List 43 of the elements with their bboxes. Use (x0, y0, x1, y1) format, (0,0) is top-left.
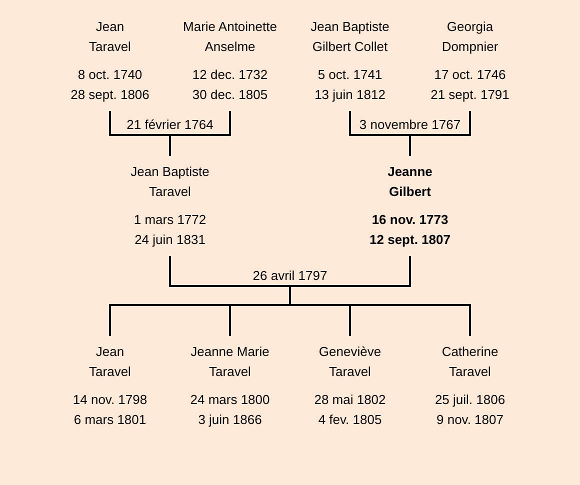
death-date: 13 juin 1812 (314, 86, 386, 104)
given-name: Jeanne (388, 163, 432, 181)
death-date: 30 dec. 1805 (192, 86, 268, 104)
connector-line (169, 111, 231, 157)
surname: Dompnier (442, 38, 498, 56)
birth-date: 25 juil. 1806 (434, 391, 506, 409)
given-name: Jean Baptiste (310, 18, 390, 36)
given-name: Geneviève (318, 343, 382, 361)
surname: Gilbert (389, 183, 431, 201)
death-date: 21 sept. 1791 (430, 86, 510, 104)
given-name: Jeanne Marie (190, 343, 270, 361)
birth-date: 14 nov. 1798 (72, 391, 148, 409)
given-name: Jean Baptiste (130, 163, 210, 181)
birth-date: 1 mars 1772 (134, 211, 206, 229)
surname: Anselme (204, 38, 256, 56)
death-date: 28 sept. 1806 (70, 86, 150, 104)
surname: Taravel (329, 363, 371, 381)
given-name: Georgia (446, 18, 494, 36)
birth-date: 24 mars 1800 (190, 391, 270, 409)
surname: Taravel (89, 363, 131, 381)
death-date: 6 mars 1801 (74, 411, 146, 429)
given-name: Marie Antoinette (183, 18, 277, 36)
death-date: 4 fev. 1805 (318, 411, 382, 429)
connector-line (409, 111, 471, 157)
death-date: 9 nov. 1807 (436, 411, 504, 429)
given-name: Catherine (442, 343, 498, 361)
birth-date: 17 oct. 1746 (434, 66, 506, 84)
surname: Gilbert Collet (312, 38, 388, 56)
birth-date: 5 oct. 1741 (318, 66, 382, 84)
surname: Taravel (209, 363, 251, 381)
death-date: 3 juin 1866 (198, 411, 262, 429)
surname: Taravel (89, 38, 131, 56)
death-date: 24 juin 1831 (134, 231, 206, 249)
surname: Taravel (449, 363, 491, 381)
surname: Taravel (149, 183, 191, 201)
birth-date: 28 mai 1802 (314, 391, 386, 409)
connector-line (289, 256, 471, 336)
birth-date: 8 oct. 1740 (78, 66, 142, 84)
birth-date: 16 nov. 1773 (372, 211, 448, 229)
birth-date: 12 dec. 1732 (192, 66, 268, 84)
given-name: Jean (96, 18, 124, 36)
given-name: Jean (96, 343, 124, 361)
death-date: 12 sept. 1807 (370, 231, 450, 249)
